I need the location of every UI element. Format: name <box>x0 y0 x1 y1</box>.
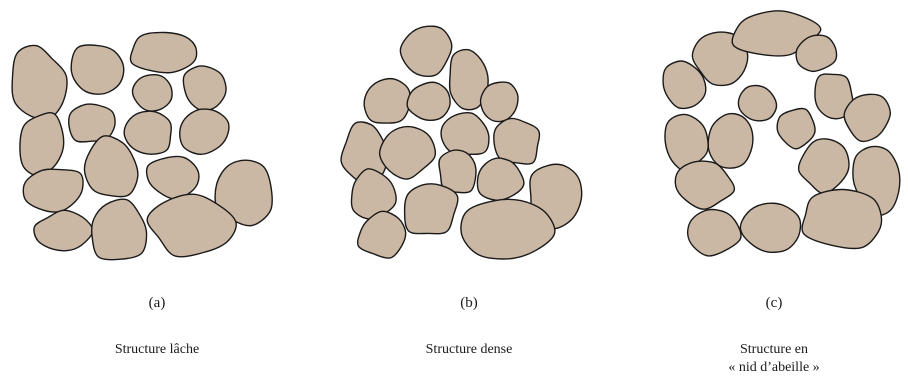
soil-grain-c-7 <box>737 84 778 122</box>
soil-grain-a-15 <box>90 198 148 261</box>
panel-c-honeycomb-structure <box>662 10 901 257</box>
panel-c-caption-line-1: Structure en <box>739 342 809 357</box>
soil-grain-c-8 <box>776 107 816 150</box>
soil-grain-c-6 <box>843 93 892 143</box>
soil-grain-a-3 <box>129 31 198 74</box>
soil-grain-a-14 <box>33 209 94 252</box>
soil-grain-b-14 <box>403 183 459 235</box>
soil-grain-a-11 <box>145 155 200 200</box>
panel-b-caption-line: Structure dense <box>425 342 513 357</box>
soil-grain-a-1 <box>11 44 68 121</box>
soil-grain-a-10 <box>83 135 139 198</box>
soil-grain-a-5 <box>182 65 227 112</box>
soil-structure-figure <box>11 10 901 261</box>
soil-grain-c-4 <box>795 34 838 73</box>
soil-grain-c-9 <box>707 112 754 169</box>
panel-a-label: (a) <box>148 295 166 311</box>
panel-b-label: (b) <box>460 295 478 311</box>
panel-c-caption-line-2: « nid d’abeille » <box>728 360 820 375</box>
soil-grain-a-2 <box>70 44 125 95</box>
soil-grain-a-16 <box>146 193 237 258</box>
soil-grain-b-7 <box>493 117 541 165</box>
soil-grain-a-4 <box>131 74 173 112</box>
soil-grain-c-11 <box>797 138 850 195</box>
soil-grain-b-9 <box>378 125 437 180</box>
soil-grain-b-6 <box>440 111 490 156</box>
soil-grain-a-7 <box>123 110 172 155</box>
panel-a-caption: Structure lâche <box>47 341 267 359</box>
soil-grain-b-5 <box>406 81 451 122</box>
panel-b-caption: Structure dense <box>359 341 579 359</box>
soil-grain-a-12 <box>214 159 273 227</box>
soil-grain-a-8 <box>179 108 230 156</box>
soil-grain-b-16 <box>460 198 556 260</box>
soil-grain-b-13 <box>350 168 397 220</box>
soil-grain-c-15 <box>739 202 802 254</box>
soil-grain-c-10 <box>664 113 709 172</box>
panel-b-dense-structure <box>340 25 583 260</box>
panel-a-caption-line: Structure lâche <box>114 342 200 357</box>
soil-grain-b-11 <box>476 157 525 201</box>
panel-c-caption: Structure en « nid d’abeille » <box>664 341 884 377</box>
panel-c-label: (c) <box>765 295 783 311</box>
soil-grain-c-1 <box>662 60 707 110</box>
soil-grain-b-2 <box>448 48 489 111</box>
soil-grain-a-9 <box>19 112 65 177</box>
soil-grain-b-1 <box>399 25 453 78</box>
soil-grain-c-16 <box>801 188 883 250</box>
soil-grain-c-13 <box>674 160 736 210</box>
soil-grain-b-3 <box>479 81 519 123</box>
soil-grain-b-4 <box>363 77 411 124</box>
panel-a-loose-structure <box>11 31 273 261</box>
soil-grain-c-14 <box>686 208 742 257</box>
soil-grain-a-13 <box>22 168 84 213</box>
soil-grain-b-15 <box>356 210 407 259</box>
